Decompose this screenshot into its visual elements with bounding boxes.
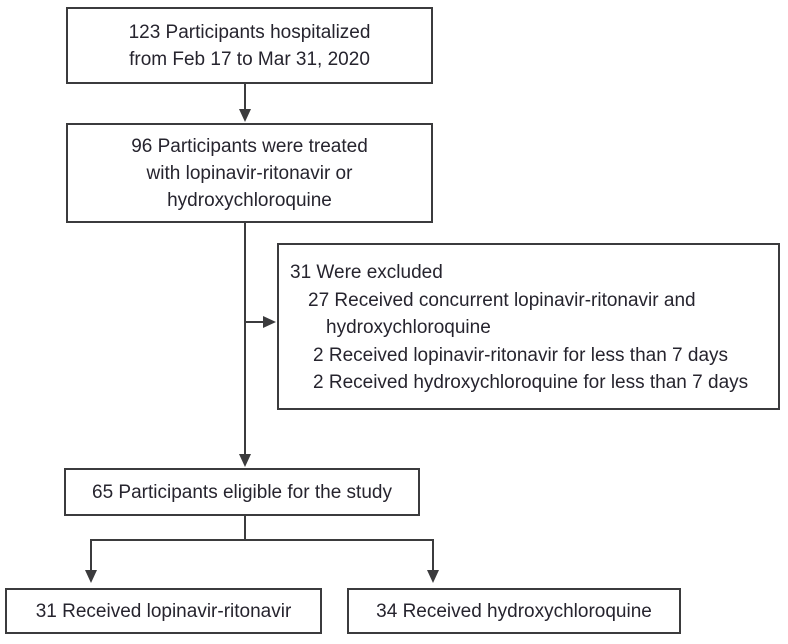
- box-treated-line1: 96 Participants were treated: [131, 135, 368, 157]
- box-excluded-line1: 31 Were excluded: [290, 262, 443, 283]
- box-hydroxychloroquine-arm-line1: 34 Received hydroxychloroquine: [376, 600, 652, 622]
- box-hospitalized-line1: 123 Participants hospitalized: [128, 21, 371, 43]
- arrow-treated-to-eligible-line: [244, 223, 246, 456]
- arrow-to-lopinavir-head-icon: [85, 570, 97, 583]
- box-lopinavir-arm-line1: 31 Received lopinavir-ritonavir: [35, 600, 292, 622]
- box-hospitalized-line2: from Feb 17 to Mar 31, 2020: [129, 48, 370, 70]
- arrow-to-hydroxychloroquine-line: [432, 539, 434, 571]
- box-excluded: 31 Were excluded 27 Received concurrent …: [277, 243, 780, 410]
- box-treated: 96 Participants were treated with lopina…: [66, 123, 433, 223]
- arrow-excluded-branch-line: [245, 321, 265, 323]
- split-stub-line: [244, 516, 246, 541]
- box-treated-line3: hydroxychloroquine: [167, 189, 332, 211]
- box-treated-line2: with lopinavir-ritonavir or: [146, 162, 353, 184]
- split-horizontal-line: [90, 539, 434, 541]
- box-excluded-line4: 2 Received lopinavir-ritonavir for less …: [313, 344, 729, 366]
- box-lopinavir-arm: 31 Received lopinavir-ritonavir: [5, 588, 322, 634]
- arrow-hospitalized-to-treated-head-icon: [239, 109, 251, 122]
- arrow-treated-to-eligible-head-icon: [239, 454, 251, 467]
- box-excluded-line2: 27 Received concurrent lopinavir-ritonav…: [308, 289, 696, 311]
- box-hospitalized: 123 Participants hospitalized from Feb 1…: [66, 7, 433, 84]
- box-eligible: 65 Participants eligible for the study: [64, 468, 420, 516]
- arrow-to-hydroxychloroquine-head-icon: [427, 570, 439, 583]
- arrow-hospitalized-to-treated-line: [244, 84, 246, 111]
- box-eligible-line1: 65 Participants eligible for the study: [92, 481, 392, 503]
- box-excluded-line3: hydroxychloroquine: [326, 317, 491, 338]
- arrow-excluded-branch-head-icon: [263, 316, 276, 328]
- arrow-to-lopinavir-line: [90, 539, 92, 571]
- box-hydroxychloroquine-arm: 34 Received hydroxychloroquine: [347, 588, 681, 634]
- box-excluded-line5: 2 Received hydroxychloroquine for less t…: [313, 372, 749, 393]
